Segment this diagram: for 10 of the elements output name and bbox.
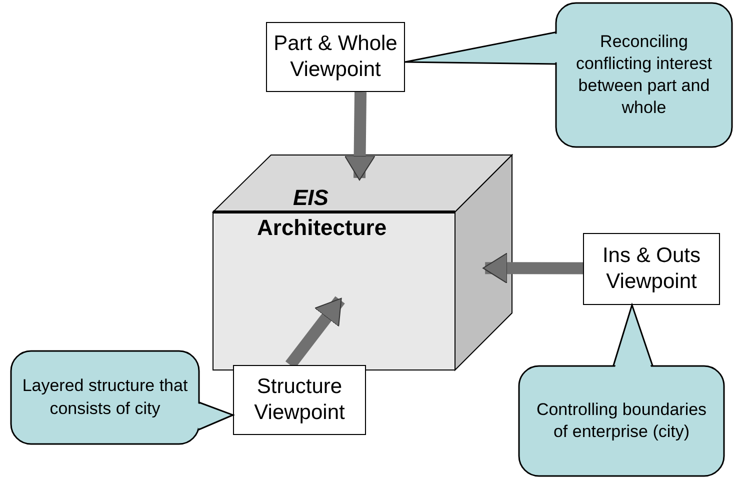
callout-text: Layered structure that consists of city bbox=[22, 375, 188, 420]
viewpoint-box: Part & Whole Viewpoint bbox=[266, 22, 405, 92]
cube-label: Architecture bbox=[257, 215, 387, 241]
cube-heading: EIS bbox=[293, 185, 328, 211]
callout-text: Reconciling conflicting interest between part and whole bbox=[574, 30, 714, 120]
block-arrow bbox=[482, 252, 584, 284]
callout-text: Controlling boundaries of enterprise (city) bbox=[535, 398, 708, 443]
viewpoint-box: Structure Viewpoint bbox=[233, 365, 366, 435]
viewpoint-box: Ins & Outs Viewpoint bbox=[583, 233, 720, 305]
block-arrow bbox=[344, 92, 376, 180]
